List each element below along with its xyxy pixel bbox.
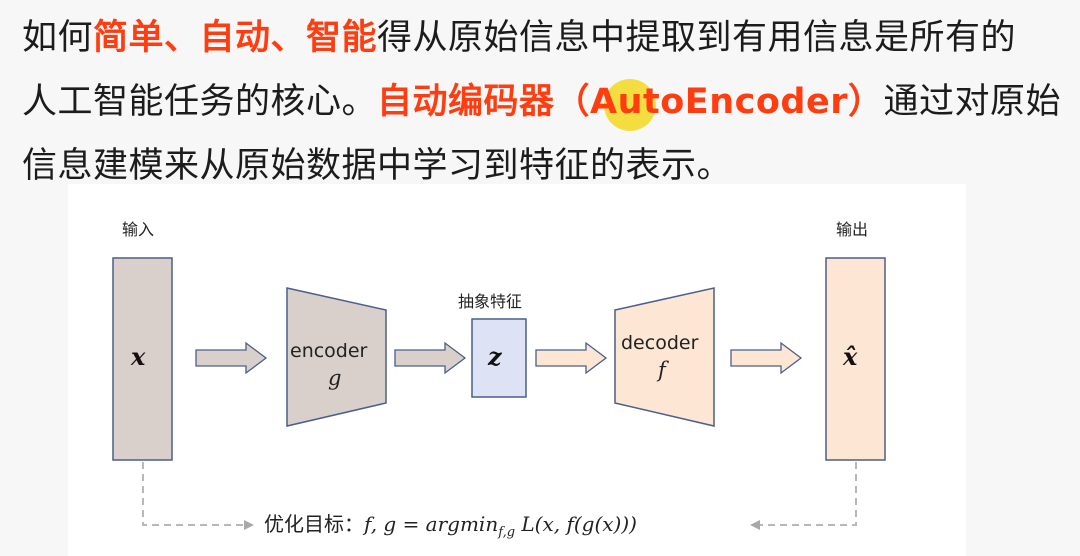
objective-prefix: 优化目标：: [264, 512, 364, 536]
arrow-encoder-latent: [394, 341, 467, 375]
output-label: 输出: [836, 220, 869, 239]
dashed-line-left: [142, 462, 244, 526]
para-line2-highlight: 自动编码器（AutoEncoder）: [377, 82, 884, 122]
input-variable: x: [131, 342, 146, 371]
para-line1-post: 得从原始信息中提取到有用信息是所有的: [377, 18, 1017, 58]
optimization-objective: 优化目标：f, g = argminf,g L(x, f(g(x))): [264, 508, 637, 540]
para-line2-post: 通过对原始: [883, 82, 1061, 122]
para-line2-pre: 人工智能任务的核心。: [22, 82, 378, 122]
cursor-highlight: [604, 79, 656, 131]
objective-main: f, g = argmin: [364, 512, 499, 536]
decoder-function: f: [658, 358, 666, 382]
encoder-shape: [286, 287, 387, 427]
arrow-input-encoder: [195, 341, 268, 375]
output-box: [825, 257, 886, 461]
feature-label: 抽象特征: [458, 292, 523, 311]
para-line3: 信息建模来从原始数据中学习到特征的表示。: [22, 146, 733, 186]
paragraph-text: 如何简单、自动、智能得从原始信息中提取到有用信息是所有的人工智能任务的核心。自动…: [22, 6, 1078, 198]
latent-variable: z: [488, 342, 502, 371]
arrow-decoder-output: [730, 341, 803, 375]
encoder-function: g: [328, 366, 342, 390]
para-line1-pre: 如何: [22, 18, 94, 58]
input-box: [112, 257, 173, 461]
encoder-label: encoder: [290, 340, 368, 362]
dashed-arrowhead-left: [244, 520, 254, 530]
dashed-arrowhead-right: [750, 520, 760, 530]
decoder-label: decoder: [621, 332, 699, 354]
diagram-shapes: [112, 257, 886, 530]
objective-rest: L(x, f(g(x))): [515, 512, 637, 536]
arrow-latent-decoder: [535, 341, 608, 375]
objective-subscript: f,g: [498, 525, 516, 540]
para-line1-highlight: 简单、自动、智能: [93, 18, 378, 58]
dashed-line-right: [760, 462, 857, 526]
input-label: 输入: [122, 220, 155, 239]
output-variable: x̂: [843, 342, 858, 371]
latent-box: [471, 318, 527, 398]
intro-paragraph: 如何简单、自动、智能得从原始信息中提取到有用信息是所有的人工智能任务的核心。自动…: [0, 0, 1080, 190]
decoder-shape: [614, 287, 715, 427]
autoencoder-diagram: 输入 输出 抽象特征 x z x̂ encoder g decoder f 优化…: [68, 184, 966, 556]
